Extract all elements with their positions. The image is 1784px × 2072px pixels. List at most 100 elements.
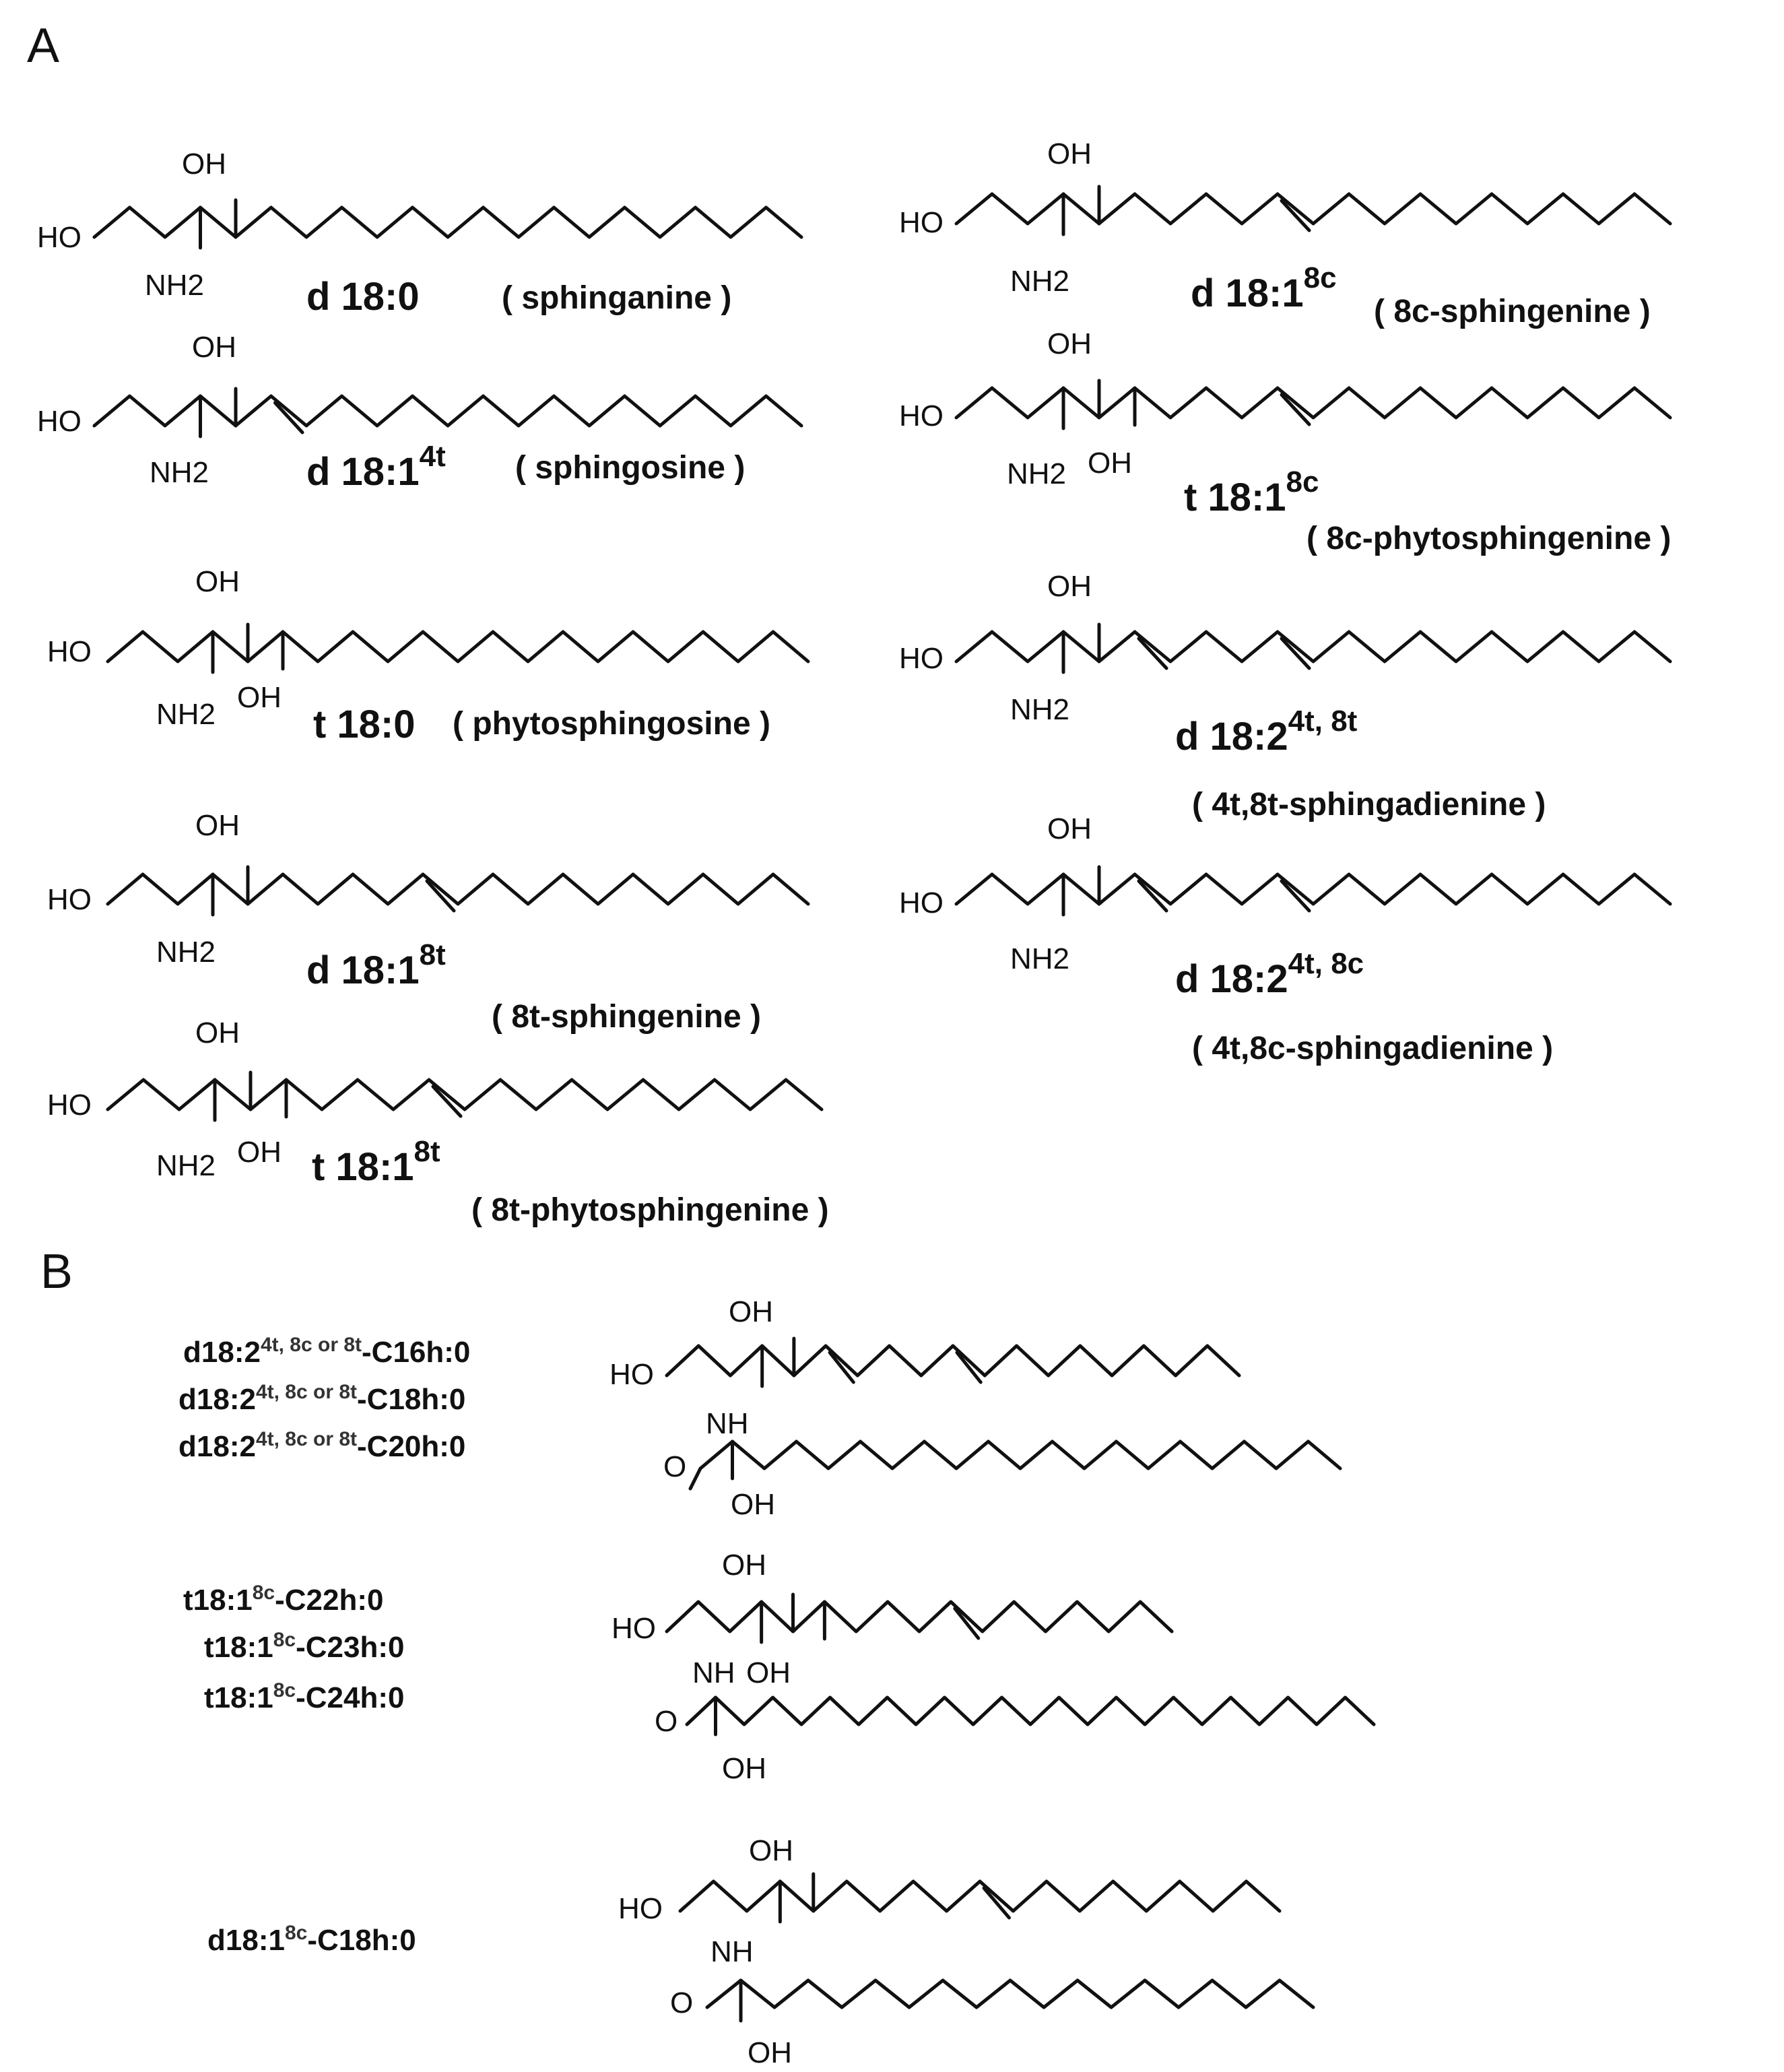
structure-code-label: d 18:14t	[306, 440, 446, 494]
structure-code-label: t 18:0	[313, 703, 416, 746]
atom-label-ho: HO	[47, 1089, 92, 1122]
ceramide-species-label: t18:18c-C24h:0	[204, 1679, 404, 1714]
double-bond	[431, 1084, 463, 1118]
atom-label-ho: HO	[899, 399, 944, 432]
atom-label-ho: HO	[609, 1358, 654, 1391]
carbon-chain-bonds	[705, 1978, 1315, 2009]
atom-label-oh: OH	[237, 681, 282, 714]
atom-label-oh: OH	[237, 1136, 282, 1169]
structure-code-label: d 18:0	[306, 275, 420, 319]
carbon-chain-bonds	[92, 205, 803, 239]
atom-label-oh: OH	[746, 1656, 791, 1689]
carbon-chain-bonds	[106, 630, 810, 663]
atom-label-nh2: NH2	[156, 1149, 216, 1182]
atom-label-oh: OH	[729, 1295, 773, 1328]
panel-a-label: A	[27, 19, 59, 73]
double-bond	[1280, 637, 1311, 670]
carbonyl-bond	[688, 1466, 702, 1491]
atom-label-oh: OH	[195, 809, 240, 842]
double-bond	[1280, 393, 1311, 426]
molecular-structures	[92, 185, 1672, 2023]
carbon-chain-bonds	[954, 386, 1672, 420]
atom-label-nh2: NH2	[1007, 457, 1066, 490]
atom-label-oh: OH	[1047, 327, 1092, 360]
trivial-name-label: ( sphingosine )	[515, 450, 745, 486]
double-bond	[273, 401, 304, 434]
panel-a-labels: d 18:0 ( sphinganine ) d 18:18c ( 8c-sph…	[306, 261, 1671, 1228]
double-bond	[1137, 637, 1168, 670]
double-bond	[953, 1607, 981, 1640]
double-bond	[425, 879, 456, 913]
atom-label-oh: OH	[195, 565, 240, 598]
carbon-chain-bonds	[678, 1879, 1282, 1913]
atom-label-nh: NH	[706, 1407, 749, 1440]
carbon-chain-bonds	[685, 1695, 1376, 1726]
atom-label-oh: OH	[731, 1488, 775, 1521]
atom-label-ho: HO	[612, 1612, 656, 1645]
trivial-name-label: ( 8t-phytosphingenine )	[471, 1192, 829, 1228]
panel-b-label: B	[40, 1245, 73, 1299]
atom-label-nh2: NH2	[150, 456, 209, 489]
atom-label-nh2: NH2	[1010, 693, 1069, 726]
atom-label-oh: OH	[722, 1752, 766, 1785]
atom-label-ho: HO	[899, 886, 944, 919]
structure-code-label: d 18:18c	[1191, 261, 1337, 315]
double-bond	[982, 1886, 1011, 1920]
atom-label-nh2: NH2	[156, 698, 216, 731]
atom-label-oh: OH	[1088, 447, 1132, 480]
structure-code-label: t 18:18t	[312, 1135, 440, 1189]
atom-label-nh2: NH2	[156, 936, 216, 969]
atom-label-ho: HO	[618, 1892, 663, 1925]
atom-label-o: O	[670, 1986, 693, 2019]
atom-label-ho: HO	[899, 642, 944, 675]
carbon-chain-bonds	[954, 872, 1672, 906]
atom-label-o: O	[663, 1450, 686, 1483]
atom-label-oh: OH	[748, 2036, 792, 2069]
ceramide-species-label: d18:24t, 8c or 8t-C18h:0	[178, 1381, 465, 1416]
atom-label-nh2: NH2	[1010, 942, 1069, 975]
structure-code-label: d 18:24t, 8t	[1175, 705, 1358, 758]
atom-label-oh: OH	[1047, 812, 1092, 845]
trivial-name-label: ( 4t,8c-sphingadienine )	[1192, 1031, 1553, 1066]
carbon-chain-bonds	[106, 872, 810, 906]
atom-label-nh: NH	[692, 1656, 735, 1689]
trivial-name-label: ( 8c-sphingenine )	[1374, 294, 1651, 329]
carbon-chain-bonds	[665, 1344, 1241, 1378]
double-bond	[1137, 879, 1168, 913]
atom-label-oh: OH	[1047, 570, 1092, 603]
atom-label-nh2: NH2	[145, 269, 204, 302]
atom-labels: HO OH NH2 HO OH NH2 HO OH NH2 OH HO OH N…	[37, 137, 1132, 2069]
double-bond	[828, 1351, 855, 1384]
atom-label-oh: OH	[1047, 137, 1092, 170]
atom-label-ho: HO	[47, 635, 92, 668]
atom-label-oh: OH	[192, 331, 236, 364]
ceramide-species-label: d18:24t, 8c or 8t-C16h:0	[183, 1334, 470, 1369]
carbon-chain-bonds	[92, 394, 803, 428]
ceramide-species-label: d18:24t, 8c or 8t-C20h:0	[178, 1428, 465, 1463]
double-bond	[1280, 879, 1311, 913]
atom-label-nh: NH	[711, 1935, 754, 1968]
trivial-name-label: ( 4t,8t-sphingadienine )	[1192, 787, 1546, 822]
atom-label-ho: HO	[37, 221, 81, 254]
atom-label-ho: HO	[37, 405, 81, 438]
panel-b-labels: d18:24t, 8c or 8t-C16h:0 d18:24t, 8c or …	[178, 1334, 470, 1957]
carbon-chain-bonds	[954, 630, 1672, 663]
trivial-name-label: ( sphinganine )	[502, 280, 731, 316]
double-bond	[1280, 199, 1311, 232]
carbon-chain-bonds	[698, 1439, 1342, 1470]
atom-label-oh: OH	[722, 1549, 766, 1582]
ceramide-species-label: d18:18c-C18h:0	[207, 1922, 416, 1957]
structure-code-label: d 18:24t, 8c	[1175, 947, 1364, 1001]
structure-code-label: t 18:18c	[1184, 465, 1319, 519]
carbon-chain-bonds	[106, 1078, 824, 1111]
carbon-chain-bonds	[954, 192, 1672, 226]
atom-label-oh: OH	[182, 148, 226, 181]
atom-label-ho: HO	[899, 206, 944, 239]
atom-label-o: O	[655, 1705, 678, 1738]
trivial-name-label: ( 8t-sphingenine )	[492, 999, 761, 1035]
atom-label-ho: HO	[47, 883, 92, 916]
trivial-name-label: ( 8c-phytosphingenine )	[1307, 521, 1671, 556]
double-bond	[955, 1351, 983, 1384]
atom-label-oh: OH	[749, 1834, 793, 1867]
